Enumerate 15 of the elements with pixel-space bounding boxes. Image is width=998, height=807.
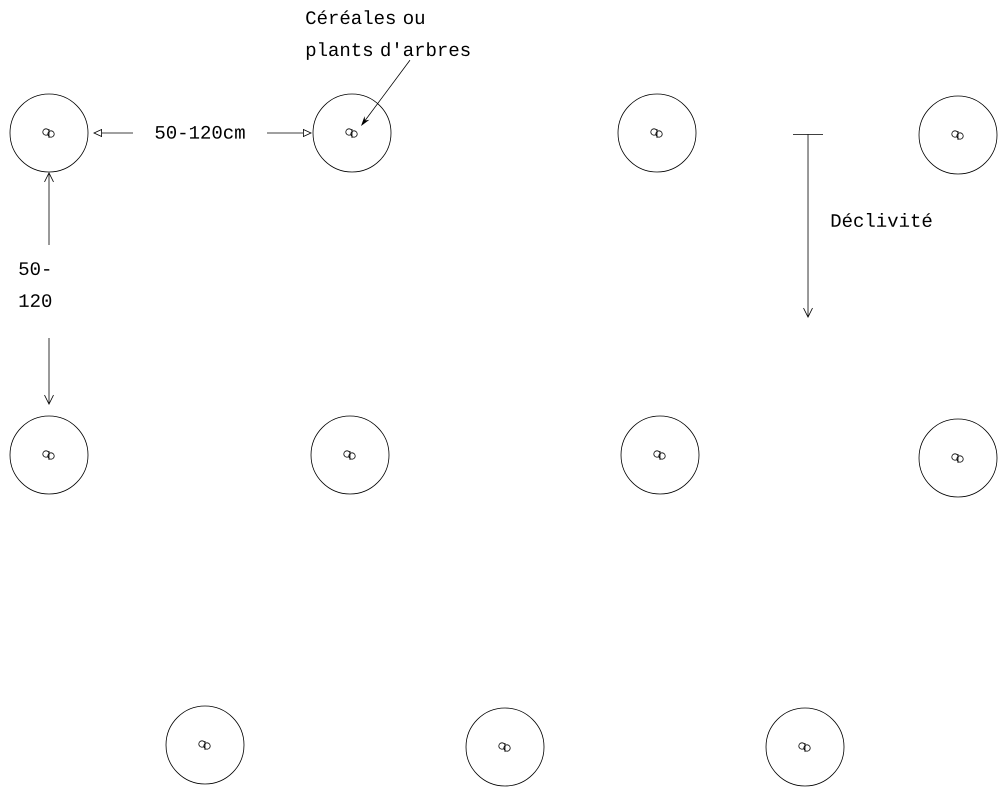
planting-hole — [620, 416, 700, 494]
planting-hole — [466, 708, 544, 786]
direction-label: Déclivité — [832, 213, 932, 227]
planting-hole — [918, 418, 998, 498]
planting-hole — [10, 94, 88, 172]
planting-hole — [10, 416, 88, 494]
planting-hole — [312, 94, 392, 172]
planting-hole — [166, 706, 244, 784]
planting-hole — [618, 94, 696, 172]
planting-hole — [918, 96, 998, 174]
callout-text: Céréales ou plants d'arbres — [306, 10, 470, 60]
planting-hole — [310, 416, 390, 494]
dimension-label: 50-120cm — [156, 126, 245, 139]
planting-hole — [766, 708, 844, 786]
dimension-label: 50- 120 — [19, 262, 52, 308]
